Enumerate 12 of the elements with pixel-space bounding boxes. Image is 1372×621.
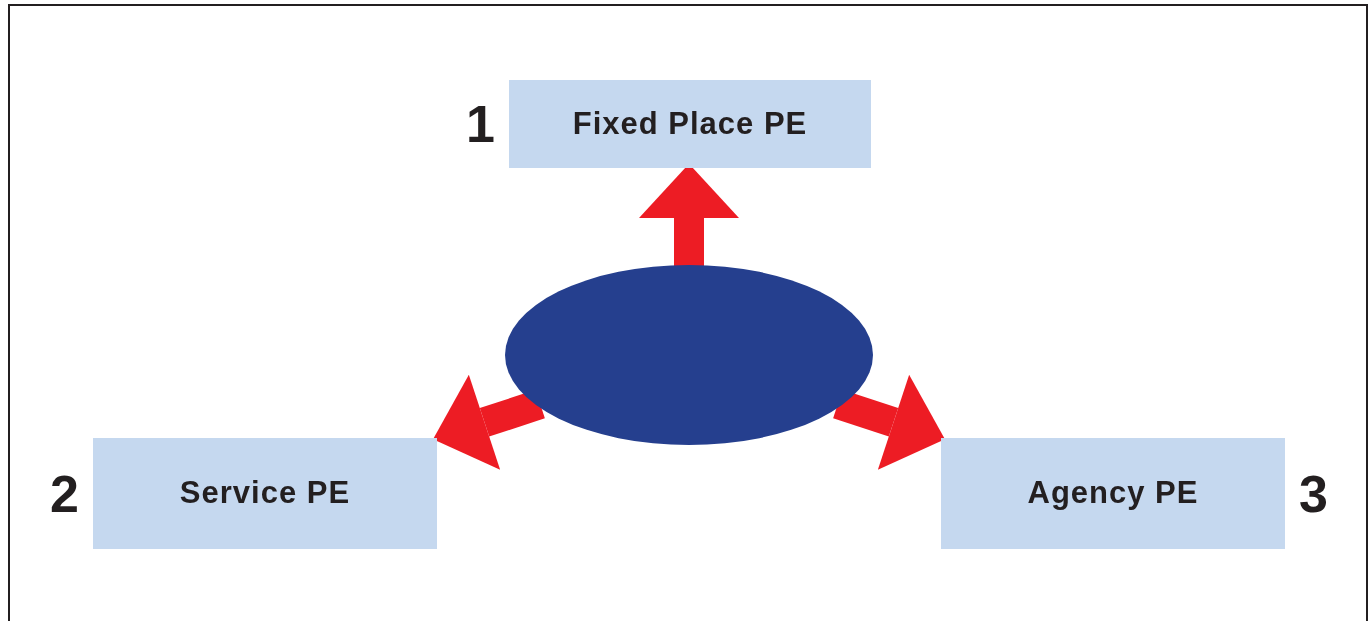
callout-number: 2 (50, 467, 79, 520)
label-box (941, 438, 1285, 549)
block-arrow (833, 374, 945, 470)
ellipse-node (505, 265, 873, 445)
label-box (509, 80, 871, 168)
node-label: Fixed Place PE (572, 104, 808, 143)
label-box (93, 438, 437, 549)
node-label: Agency PE (1027, 474, 1199, 513)
node-label: Service PE (179, 474, 351, 513)
block-arrow (433, 374, 545, 470)
callout-number: 1 (466, 98, 495, 150)
callout-number: 3 (1299, 467, 1328, 520)
